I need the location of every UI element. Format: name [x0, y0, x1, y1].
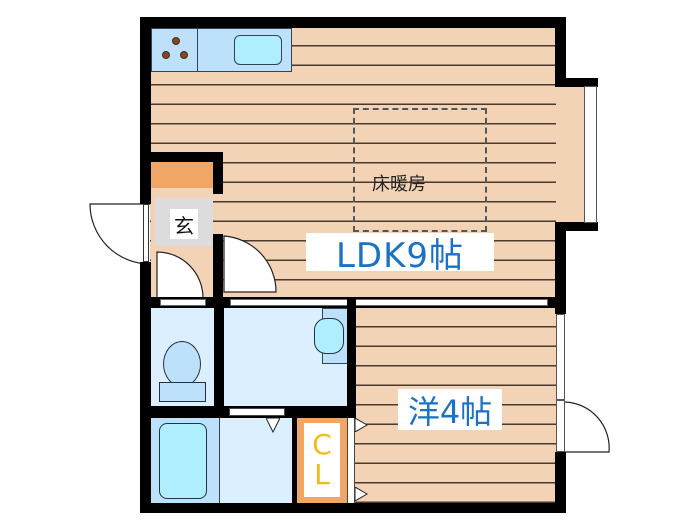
wall-left-lower [140, 262, 151, 513]
inner-entrance-door-swing[interactable] [155, 250, 207, 300]
toilet-bowl-icon [163, 341, 201, 387]
wall-right-mid [555, 222, 566, 314]
ldk-door-swing[interactable] [222, 234, 278, 296]
stove [152, 29, 198, 71]
bay-window-floor [556, 86, 584, 222]
bathtub-icon [159, 423, 207, 499]
wall-left-entrance [140, 162, 151, 204]
toilet-tank-icon [159, 382, 206, 402]
entrance-label-box: 玄 [170, 209, 198, 239]
western-room-label: 洋4帖 [407, 392, 493, 431]
wall-right-upper [555, 17, 566, 79]
sink-icon [234, 35, 282, 65]
closet-label-l: L [314, 458, 330, 491]
wall-entrance-ldk [213, 234, 223, 298]
door-marker-icon [355, 418, 368, 432]
sliding-door-ldk-western[interactable] [230, 299, 548, 306]
kitchen-counter [151, 28, 292, 72]
wall-right-lower [555, 452, 566, 513]
wall-top [140, 17, 565, 28]
floor-heating-zone [353, 108, 487, 232]
washroom [224, 308, 348, 407]
wall-bottom [140, 503, 566, 513]
burner-icon [180, 51, 188, 59]
closet: C L [297, 416, 347, 504]
closet-sliding-door[interactable] [347, 416, 355, 504]
closet-label-c: C [312, 428, 332, 461]
wall-entrance-right [213, 152, 223, 194]
western-door-swing[interactable] [565, 400, 613, 454]
changing-area [219, 418, 293, 504]
wall-left-upper [140, 17, 151, 162]
shoe-cabinet [151, 162, 213, 188]
wall-bath-closet [292, 406, 297, 504]
western-door-opening [556, 400, 565, 452]
closet-inner: C L [304, 423, 340, 497]
wall-washroom-western [347, 297, 356, 417]
entrance-door-swing[interactable] [88, 202, 152, 266]
entrance-label: 玄 [174, 213, 194, 238]
burner-icon [172, 37, 180, 45]
toilet-door-opening[interactable] [160, 299, 206, 306]
door-marker-icon [355, 487, 368, 501]
wall-toilet-washroom [214, 297, 224, 417]
bath-door-opening[interactable] [229, 408, 285, 416]
western-window[interactable] [556, 314, 565, 400]
western-room-label-box: 洋4帖 [398, 389, 502, 431]
wall-bay-bottom [555, 222, 598, 231]
bathroom [151, 418, 219, 504]
wall-bay-top [555, 78, 598, 87]
washbasin-icon [314, 318, 344, 354]
entrance-door-opening [143, 204, 149, 262]
burner-icon [162, 51, 170, 59]
ldk-label-box: LDK9帖 [306, 233, 494, 276]
door-marker-icon [266, 418, 280, 434]
ldk-label: LDK9帖 [335, 235, 465, 276]
floor-heating-label: 床暖房 [372, 174, 426, 195]
wall-shoebox-top [140, 152, 223, 162]
bay-window[interactable] [584, 86, 597, 223]
western-room-floor [355, 308, 556, 504]
toilet-room [151, 308, 214, 407]
